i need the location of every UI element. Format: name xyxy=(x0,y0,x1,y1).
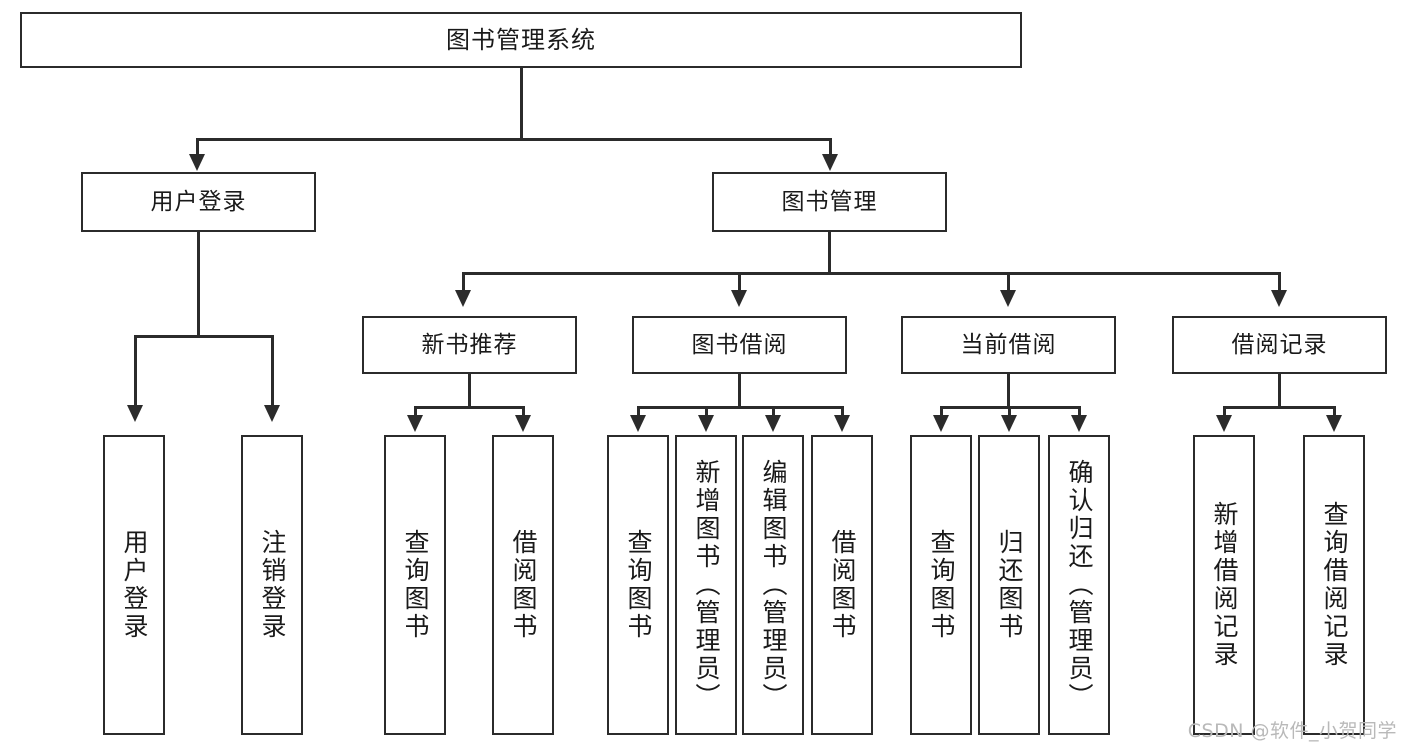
node-label: 注销登录 xyxy=(258,529,287,641)
node-leaf-borrow-book-1[interactable]: 借阅图书 xyxy=(492,435,554,735)
node-leaf-add-book[interactable]: 新增图书（管理员） xyxy=(675,435,737,735)
connector-book-borrow-to-leaf-4 xyxy=(841,406,844,418)
node-leaf-query-borrow-record[interactable]: 查询借阅记录 xyxy=(1303,435,1365,735)
node-leaf-query-book-1[interactable]: 查询图书 xyxy=(384,435,446,735)
node-leaf-user-login[interactable]: 用户登录 xyxy=(103,435,165,735)
connector-user-login-to-leaf-2 xyxy=(271,335,274,407)
node-label: 查询图书 xyxy=(401,529,430,641)
node-label: 图书借阅 xyxy=(691,331,788,358)
node-label: 用户登录 xyxy=(150,188,247,215)
arrow-current-borrow-to-leaf-1 xyxy=(933,415,949,432)
connector-book-manage-bar xyxy=(462,272,1280,275)
connector-borrow-record-to-leaf-2 xyxy=(1333,406,1336,418)
node-leaf-user-logout[interactable]: 注销登录 xyxy=(241,435,303,735)
node-new-book-recommendation[interactable]: 新书推荐 xyxy=(362,316,577,374)
node-leaf-return-book[interactable]: 归还图书 xyxy=(978,435,1040,735)
connector-new-book-stem xyxy=(468,374,471,408)
arrow-borrow-record-to-leaf-2 xyxy=(1326,415,1342,432)
node-label: 当前借阅 xyxy=(960,331,1057,358)
connector-book-manage-stem xyxy=(828,232,831,274)
arrow-book-borrow-to-leaf-3 xyxy=(765,415,781,432)
connector-user-login-stem xyxy=(197,232,200,337)
connector-root-stem xyxy=(520,68,523,140)
arrow-new-book-to-leaf-1 xyxy=(407,415,423,432)
arrow-current-borrow-to-leaf-3 xyxy=(1071,415,1087,432)
node-book-management[interactable]: 图书管理 xyxy=(712,172,947,232)
connector-user-login-to-leaf-1 xyxy=(134,335,137,407)
connector-book-manage-to-book-borrow xyxy=(738,272,741,292)
node-label: 查询图书 xyxy=(927,529,956,641)
node-book-borrow[interactable]: 图书借阅 xyxy=(632,316,847,374)
arrow-book-manage-to-current-borrow xyxy=(1000,290,1016,307)
node-label: 借阅记录 xyxy=(1231,331,1328,358)
connector-new-book-to-leaf-2 xyxy=(522,406,525,418)
node-leaf-confirm-return[interactable]: 确认归还（管理员） xyxy=(1048,435,1110,735)
connector-book-borrow-to-leaf-2 xyxy=(705,406,708,418)
connector-root-to-book-manage xyxy=(829,138,832,156)
connector-current-borrow-to-leaf-2 xyxy=(1008,406,1011,418)
arrow-borrow-record-to-leaf-1 xyxy=(1216,415,1232,432)
node-label: 归还图书 xyxy=(995,529,1024,641)
arrow-user-login-to-leaf-2 xyxy=(264,405,280,422)
connector-current-borrow-stem xyxy=(1007,374,1010,408)
node-borrow-record[interactable]: 借阅记录 xyxy=(1172,316,1387,374)
connector-current-borrow-to-leaf-1 xyxy=(940,406,943,418)
node-current-borrow[interactable]: 当前借阅 xyxy=(901,316,1116,374)
connector-book-borrow-bar xyxy=(637,406,843,409)
node-label: 新书推荐 xyxy=(421,331,518,358)
arrow-new-book-to-leaf-2 xyxy=(515,415,531,432)
arrow-current-borrow-to-leaf-2 xyxy=(1001,415,1017,432)
connector-current-borrow-to-leaf-3 xyxy=(1078,406,1081,418)
node-label: 确认归还（管理员） xyxy=(1065,459,1094,711)
node-label: 借阅图书 xyxy=(828,529,857,641)
arrow-book-manage-to-book-borrow xyxy=(731,290,747,307)
connector-borrow-record-bar xyxy=(1223,406,1335,409)
node-label: 查询借阅记录 xyxy=(1320,501,1349,669)
connector-book-manage-to-current-borrow xyxy=(1007,272,1010,292)
connector-user-login-bar xyxy=(134,335,273,338)
connector-book-borrow-to-leaf-1 xyxy=(637,406,640,418)
arrow-book-manage-to-new-book xyxy=(455,290,471,307)
node-label: 新增借阅记录 xyxy=(1210,501,1239,669)
connector-book-borrow-to-leaf-3 xyxy=(772,406,775,418)
node-leaf-edit-book[interactable]: 编辑图书（管理员） xyxy=(742,435,804,735)
arrow-book-borrow-to-leaf-1 xyxy=(630,415,646,432)
node-label: 图书管理 xyxy=(781,188,878,215)
connector-book-manage-to-borrow-record xyxy=(1278,272,1281,292)
connector-new-book-to-leaf-1 xyxy=(414,406,417,418)
node-leaf-query-book-3[interactable]: 查询图书 xyxy=(910,435,972,735)
node-label: 编辑图书（管理员） xyxy=(759,459,788,711)
connector-borrow-record-to-leaf-1 xyxy=(1223,406,1226,418)
arrow-book-borrow-to-leaf-2 xyxy=(698,415,714,432)
node-root-book-management-system[interactable]: 图书管理系统 xyxy=(20,12,1022,68)
node-label: 新增图书（管理员） xyxy=(692,459,721,711)
node-label: 查询图书 xyxy=(624,529,653,641)
arrow-user-login-to-leaf-1 xyxy=(127,405,143,422)
connector-book-manage-to-new-book xyxy=(462,272,465,292)
node-leaf-query-book-2[interactable]: 查询图书 xyxy=(607,435,669,735)
node-label: 图书管理系统 xyxy=(446,26,596,54)
node-user-login[interactable]: 用户登录 xyxy=(81,172,316,232)
connector-borrow-record-stem xyxy=(1278,374,1281,408)
arrow-book-borrow-to-leaf-4 xyxy=(834,415,850,432)
connector-book-borrow-stem xyxy=(738,374,741,408)
arrow-book-manage-to-borrow-record xyxy=(1271,290,1287,307)
connector-root-bar xyxy=(196,138,832,141)
arrow-root-to-user-login xyxy=(189,154,205,171)
node-leaf-borrow-book-2[interactable]: 借阅图书 xyxy=(811,435,873,735)
node-label: 借阅图书 xyxy=(509,529,538,641)
node-label: 用户登录 xyxy=(120,529,149,641)
connector-new-book-bar xyxy=(414,406,524,409)
arrow-root-to-book-manage xyxy=(822,154,838,171)
connector-root-to-user-login xyxy=(196,138,199,156)
node-leaf-add-borrow-record[interactable]: 新增借阅记录 xyxy=(1193,435,1255,735)
